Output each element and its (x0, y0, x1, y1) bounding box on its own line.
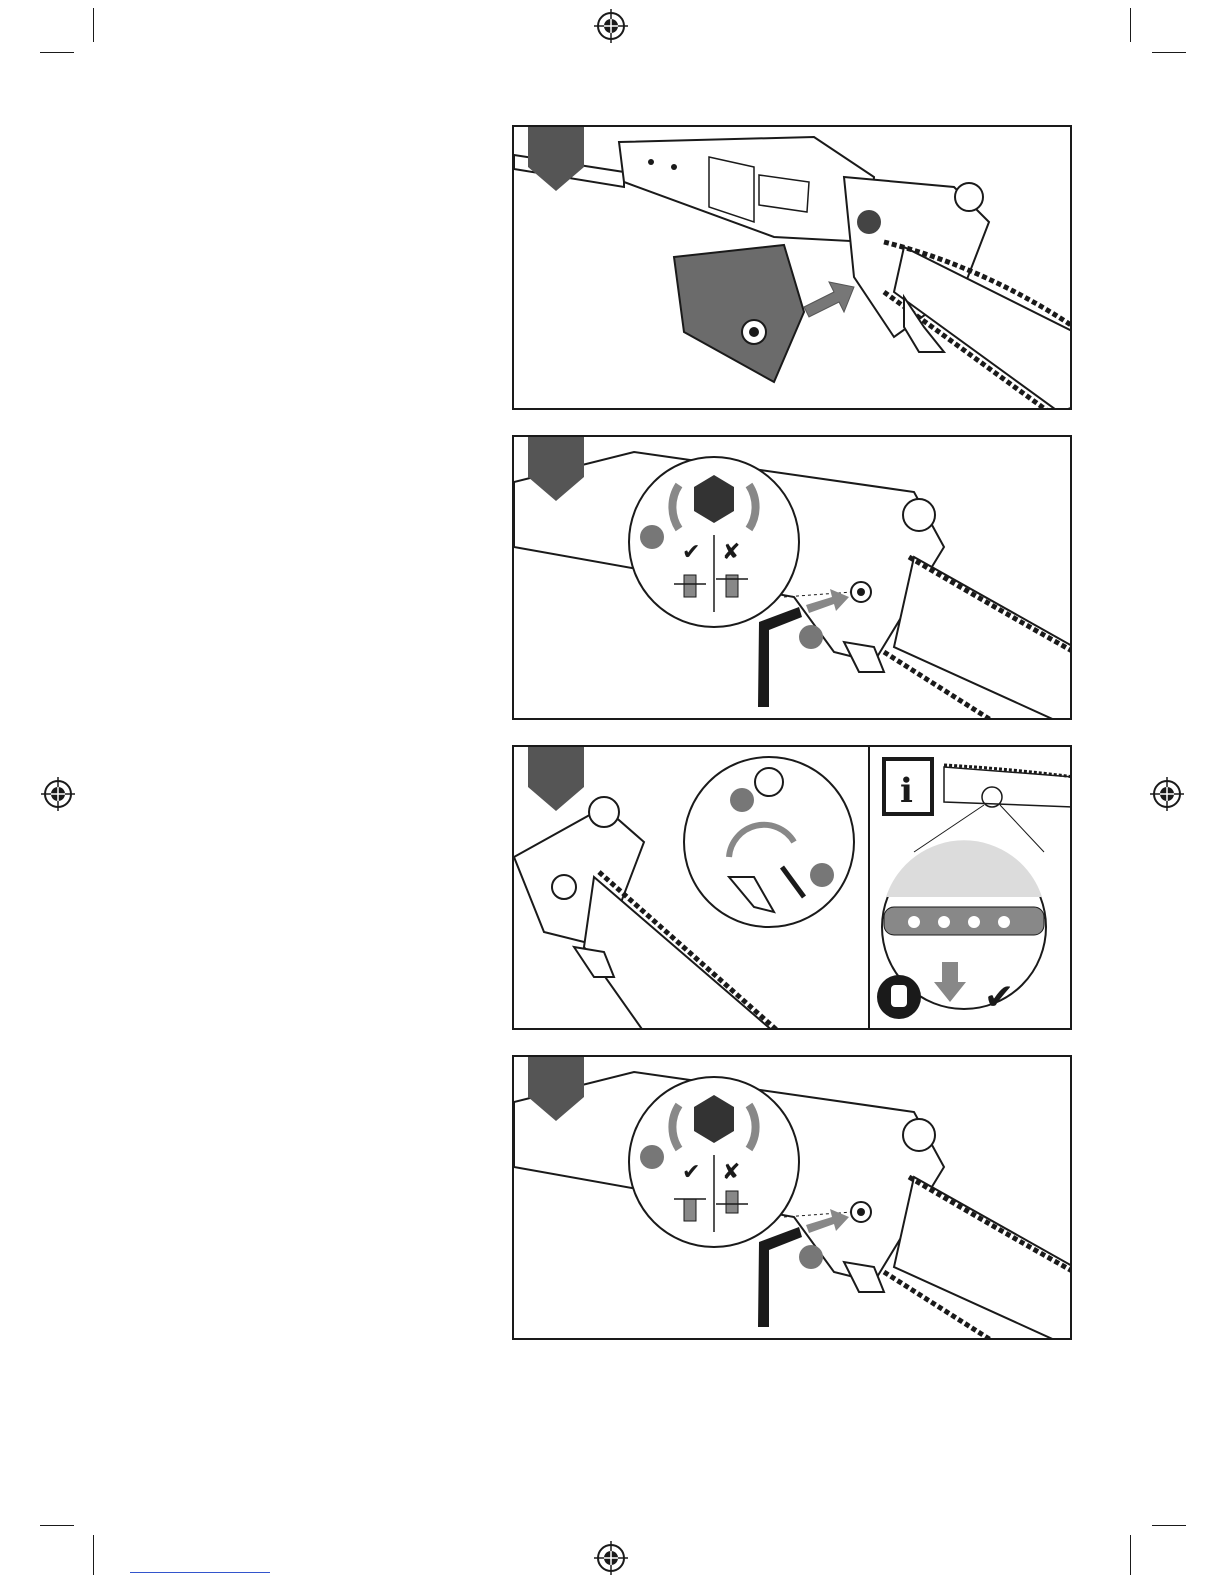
tension-knob-icon (589, 797, 619, 827)
crop-mark (40, 52, 74, 53)
chainsaw-illustration (514, 127, 1072, 410)
step-tab (528, 435, 584, 477)
check-icon: ✔ (984, 977, 1014, 1018)
crop-mark (93, 8, 94, 42)
registration-mark-icon (593, 8, 629, 44)
footer-link-underline (130, 1571, 270, 1573)
step-tab (528, 125, 584, 167)
check-icon: ✔ (682, 1160, 700, 1185)
chainsaw-illustration: i ✔ (514, 747, 1072, 1030)
registration-mark-icon (40, 776, 76, 812)
step-panel-4: ✔ ✘ (512, 1055, 1072, 1340)
step-panel-1 (512, 125, 1072, 410)
push-arrow-icon (804, 282, 854, 317)
cross-icon: ✘ (722, 540, 740, 565)
crop-mark (1152, 1525, 1186, 1526)
check-icon: ✔ (682, 540, 700, 565)
cross-icon: ✘ (722, 1160, 740, 1185)
crop-mark (93, 1535, 94, 1575)
chainsaw-illustration: ✔ ✘ (514, 1057, 1072, 1340)
svg-text:i: i (900, 771, 913, 811)
crop-mark (40, 1525, 74, 1526)
registration-mark-icon (1149, 776, 1185, 812)
registration-mark-icon (593, 1540, 629, 1576)
crop-mark (1130, 8, 1131, 42)
step-panel-3: i ✔ (512, 745, 1072, 1030)
step-tab (528, 1055, 584, 1097)
step-panel-2: ✔ ✘ (512, 435, 1072, 720)
guard-cover (674, 245, 804, 382)
crop-mark (1152, 52, 1186, 53)
allen-key-icon (758, 607, 802, 707)
chainsaw-illustration: ✔ ✘ (514, 437, 1072, 720)
allen-key-icon (758, 1227, 802, 1327)
crop-mark (1130, 1535, 1131, 1575)
step-tab (528, 745, 584, 787)
